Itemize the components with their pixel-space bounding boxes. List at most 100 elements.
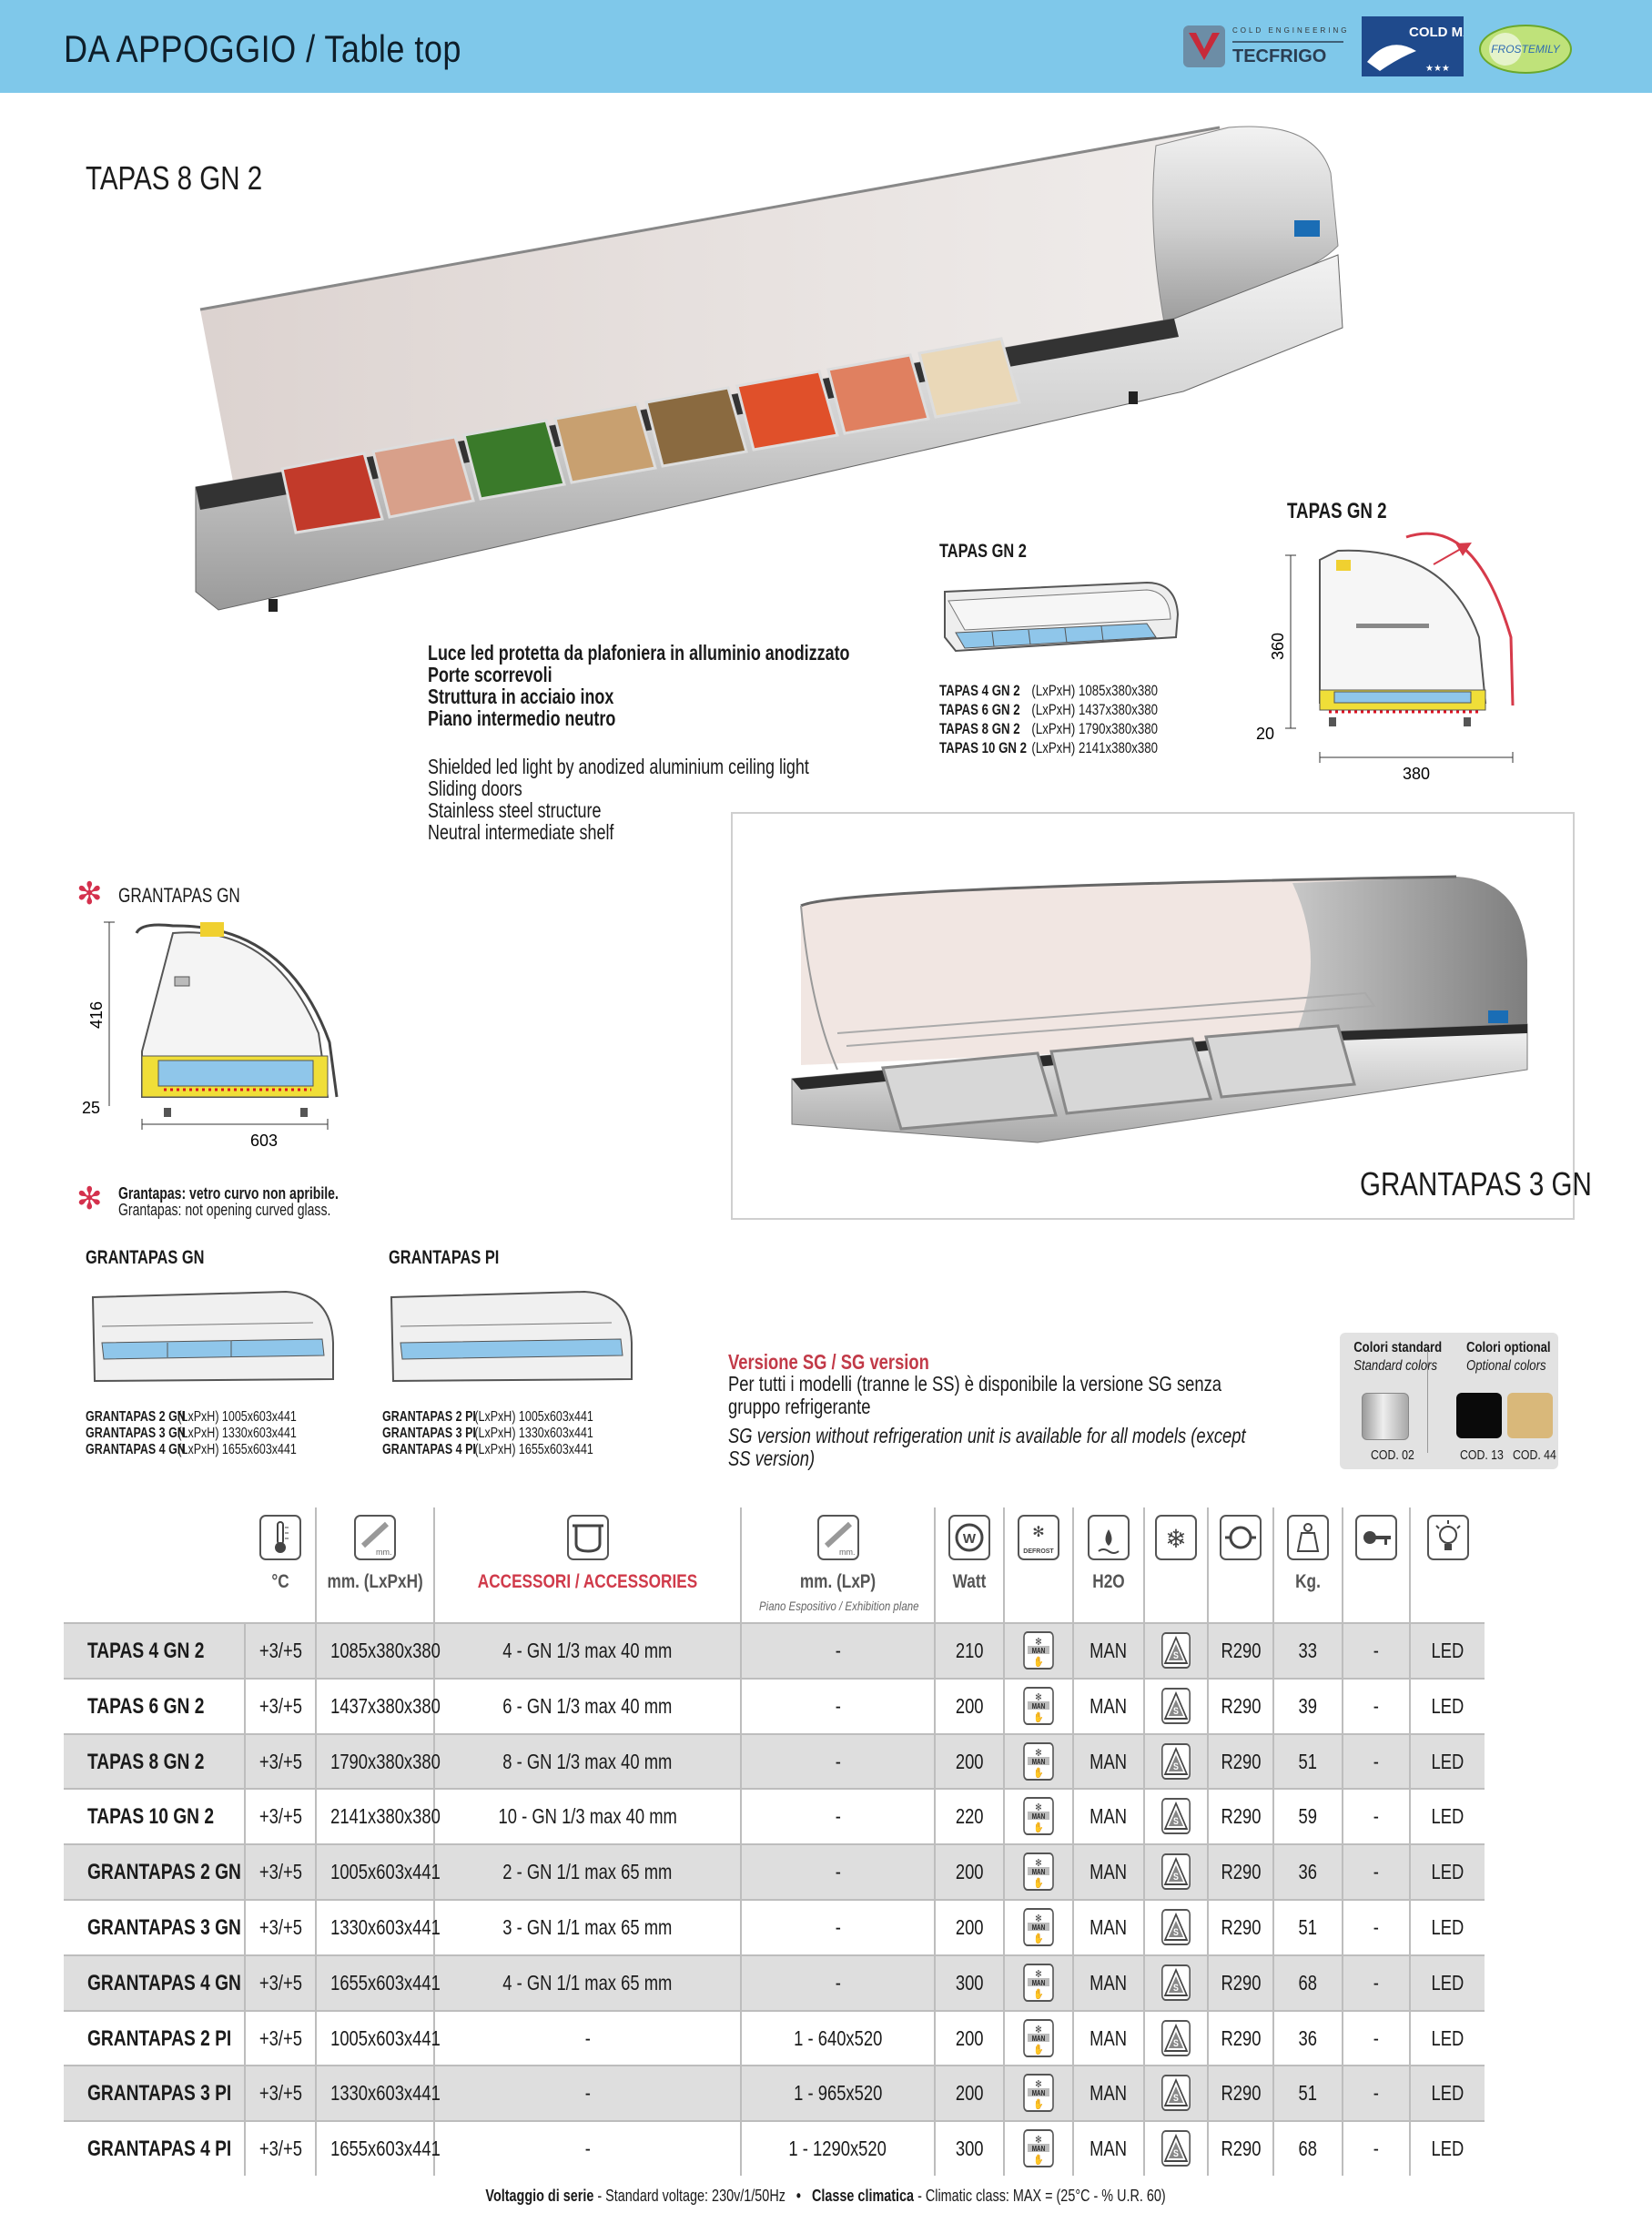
tapas-gn2-thumbnail bbox=[944, 581, 1180, 653]
footer-bullet: • bbox=[796, 2187, 802, 2205]
dimensions-value: 1085x380x380 bbox=[330, 1639, 441, 1662]
manual-defrost-icon: ✻MAN✋ bbox=[1023, 2074, 1054, 2113]
cell-accessories: 2 - GN 1/1 max 65 mm bbox=[435, 1845, 742, 1900]
static-cooling-icon: S bbox=[1161, 1964, 1191, 2001]
cell-light: LED bbox=[1411, 1845, 1485, 1899]
exhibition-plane-value: 1 - 965x520 bbox=[793, 2081, 883, 2106]
cell-lock: - bbox=[1343, 1790, 1411, 1844]
shelf-cell: S bbox=[1145, 2011, 1209, 2066]
grantapas-gn-specs: GRANTAPAS 2 GN(LxPxH) 1005x603x441 GRANT… bbox=[86, 1409, 297, 1457]
cell-weight: 51 bbox=[1274, 1901, 1343, 1954]
cell-lock: - bbox=[1343, 1624, 1411, 1678]
refrigerant-value: R290 bbox=[1220, 2137, 1261, 2161]
cell-dimensions: 1655x603x441 bbox=[317, 1955, 441, 2010]
cell-refrigerant: R290 bbox=[1209, 1845, 1274, 1900]
grantapas-note: Grantapas: vetro curvo non apribile. Gra… bbox=[118, 1184, 339, 1219]
weight-value: 51 bbox=[1298, 1915, 1318, 1939]
light-value: LED bbox=[1431, 1915, 1465, 1939]
color-swatch-optional-gold bbox=[1507, 1393, 1553, 1438]
cell-model-name: GRANTAPAS 4 GN bbox=[64, 1955, 246, 2010]
cell-model-name: GRANTAPAS 3 PI bbox=[64, 2066, 246, 2121]
light-value: LED bbox=[1431, 1860, 1465, 1884]
cell-dimensions: 1005x603x441 bbox=[317, 1845, 441, 1900]
tapas-gn2-cross-section: 360 20 380 bbox=[1256, 532, 1515, 783]
model-name-value: TAPAS 6 GN 2 bbox=[87, 1693, 205, 1719]
cell-water-drain: MAN bbox=[1074, 1790, 1145, 1844]
svg-text:✋: ✋ bbox=[1034, 2097, 1044, 2110]
cell-watt: 200 bbox=[936, 1734, 1005, 1789]
shelf-cell: S bbox=[1145, 1624, 1209, 1678]
cell-watt: 200 bbox=[936, 1901, 1005, 1954]
cell-exhibition-plane: 1 - 965x520 bbox=[742, 2066, 936, 2121]
grantapas-diagram-title: GRANTAPAS GN bbox=[118, 884, 240, 907]
svg-text:mm.: mm. bbox=[376, 1548, 392, 1557]
header-plane: mm. mm. (LxP) Piano Espositivo / Exhibit… bbox=[742, 1507, 936, 1622]
cell-light: LED bbox=[1411, 2066, 1485, 2120]
grantapas-3gn-photo bbox=[791, 875, 1528, 1143]
accessories-value: 6 - GN 1/3 max 40 mm bbox=[502, 1693, 673, 1718]
header-water: H2O bbox=[1074, 1507, 1145, 1622]
refrigerant-icon bbox=[1220, 1515, 1262, 1560]
svg-text:MAN: MAN bbox=[1032, 1757, 1046, 1766]
cell-temperature: +3/+5 bbox=[246, 2122, 317, 2177]
header-watt-label: Watt bbox=[952, 1571, 987, 1592]
svg-text:S: S bbox=[1173, 1872, 1179, 1883]
watt-value: 200 bbox=[955, 1749, 984, 1773]
svg-text:❄: ❄ bbox=[1165, 1525, 1186, 1553]
svg-text:S: S bbox=[1173, 2038, 1179, 2049]
cell-light: LED bbox=[1411, 1901, 1485, 1954]
header-light bbox=[1411, 1507, 1485, 1622]
header-temp-label: °C bbox=[271, 1571, 289, 1592]
shelf-cell: S bbox=[1145, 1901, 1209, 1954]
asterisk-icon: ✻ bbox=[76, 1181, 103, 1217]
shelf-cell: S bbox=[1145, 2066, 1209, 2121]
exhibition-plane-value: - bbox=[835, 1749, 841, 1773]
refrigerant-value: R290 bbox=[1220, 1860, 1261, 1884]
lock-value: - bbox=[1373, 2137, 1380, 2161]
water-drain-value: MAN bbox=[1090, 1860, 1128, 1884]
water-drain-value: MAN bbox=[1090, 1915, 1128, 1939]
exhibition-plane-value: - bbox=[835, 1804, 841, 1829]
svg-text:W: W bbox=[963, 1531, 977, 1547]
cell-light: LED bbox=[1411, 1680, 1485, 1733]
ruler-icon: mm. bbox=[816, 1515, 859, 1560]
static-cooling-icon: S bbox=[1161, 1632, 1191, 1669]
svg-text:20: 20 bbox=[1256, 725, 1274, 743]
refrigerant-value: R290 bbox=[1220, 1639, 1261, 1662]
static-cooling-icon: S bbox=[1161, 1853, 1191, 1891]
shelf-cell: S bbox=[1145, 1734, 1209, 1789]
header-water-label: H2O bbox=[1092, 1571, 1125, 1592]
color-swatch-optional-black bbox=[1456, 1393, 1502, 1438]
cell-refrigerant: R290 bbox=[1209, 2122, 1274, 2177]
svg-text:✋: ✋ bbox=[1034, 2043, 1044, 2056]
cell-weight: 51 bbox=[1274, 2066, 1343, 2121]
color-code: COD. 02 bbox=[1371, 1447, 1414, 1463]
svg-text:✻: ✻ bbox=[1035, 2080, 1041, 2091]
refrigerant-value: R290 bbox=[1220, 1749, 1261, 1773]
weight-value: 59 bbox=[1298, 1804, 1318, 1829]
shelf-cell: S bbox=[1145, 1955, 1209, 2010]
static-cooling-icon: S bbox=[1161, 2075, 1191, 2112]
weight-value: 51 bbox=[1298, 1749, 1318, 1773]
svg-text:S: S bbox=[1173, 1817, 1179, 1828]
weight-value: 68 bbox=[1298, 2137, 1318, 2161]
refrigerant-value: R290 bbox=[1220, 2081, 1261, 2106]
cell-dimensions: 1330x603x441 bbox=[317, 1901, 441, 1954]
sg-version-en: SG version without refrigeration unit is… bbox=[728, 1424, 1246, 1470]
refrigerant-value: R290 bbox=[1220, 1970, 1261, 1995]
static-cooling-icon: S bbox=[1161, 1909, 1191, 1945]
cell-accessories: 4 - GN 1/1 max 65 mm bbox=[435, 1955, 742, 2010]
cell-water-drain: MAN bbox=[1074, 1955, 1145, 2010]
svg-text:✋: ✋ bbox=[1034, 1932, 1044, 1944]
cell-exhibition-plane: - bbox=[742, 1955, 936, 2010]
static-cooling-icon: S bbox=[1161, 1798, 1191, 1835]
header-temp: °C bbox=[246, 1507, 317, 1622]
cell-water-drain: MAN bbox=[1074, 1624, 1145, 1678]
lock-value: - bbox=[1373, 1693, 1380, 1718]
colors-panel: Colori standard Standard colors Colori o… bbox=[1340, 1333, 1558, 1469]
model-name-value: GRANTAPAS 2 GN bbox=[87, 1860, 241, 1885]
svg-text:S: S bbox=[1173, 1983, 1179, 1994]
footer-class-text: - Climatic class: MAX = (25°C - % U.R. 6… bbox=[917, 2187, 1167, 2205]
exhibition-plane-value: - bbox=[835, 1915, 841, 1939]
cell-weight: 39 bbox=[1274, 1679, 1343, 1733]
